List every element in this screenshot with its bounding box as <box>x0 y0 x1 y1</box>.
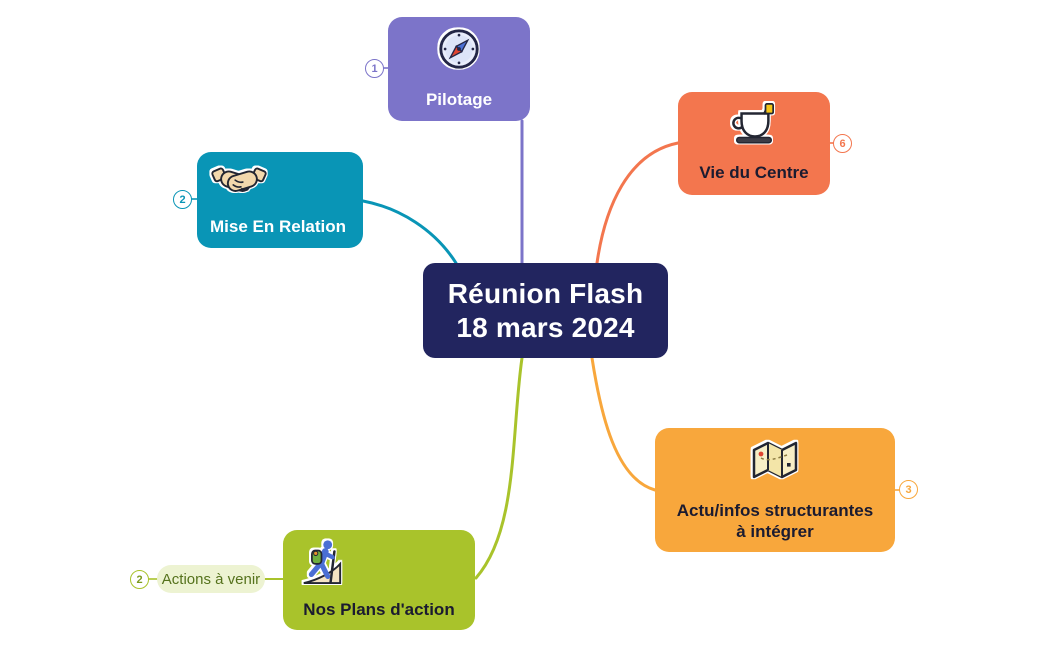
link-mise-en-relation <box>361 199 458 265</box>
node-pilotage[interactable]: Pilotage <box>388 17 530 121</box>
node-label-nos-plans-daction: Nos Plans d'action <box>303 600 455 619</box>
node-actu-infos[interactable]: Actu/infos structurantes à intégrer <box>655 428 895 552</box>
badge-mise-en-relation[interactable]: 2 <box>173 190 192 209</box>
node-mise-en-relation[interactable]: Mise En Relation <box>197 152 363 248</box>
compass-icon <box>439 29 479 69</box>
node-vie-du-centre[interactable]: Vie du Centre <box>678 92 830 195</box>
map-icon <box>752 441 798 479</box>
node-label-vie-du-centre: Vie du Centre <box>699 163 809 182</box>
node-nos-plans-daction[interactable]: Nos Plans d'action <box>283 530 475 630</box>
badge-actu-infos[interactable]: 3 <box>899 480 918 499</box>
central-title-line1: Réunion Flash <box>447 277 644 309</box>
subnode-actions-a-venir[interactable]: Actions à venir <box>157 565 265 593</box>
hiker-icon <box>303 540 342 585</box>
node-label-actu-infos: Actu/infos structurantes à intégrer <box>676 501 874 541</box>
node-label-mise-en-relation: Mise En Relation <box>210 217 347 236</box>
teacup-icon <box>732 103 775 144</box>
central-title-line2: 18 mars 2024 <box>456 311 635 343</box>
badge-actions-a-venir[interactable]: 2 <box>130 570 149 589</box>
central-node[interactable]: Réunion Flash 18 mars 2024 <box>423 263 668 358</box>
node-label-pilotage: Pilotage <box>425 90 493 109</box>
link-nos-plans <box>474 356 524 580</box>
handshake-icon <box>211 167 267 192</box>
badge-pilotage[interactable]: 1 <box>365 59 384 78</box>
link-actu-infos <box>590 356 657 492</box>
badge-vie-du-centre[interactable]: 6 <box>833 134 852 153</box>
link-vie-du-centre <box>595 141 680 265</box>
subnode-label-actions-a-venir: Actions à venir <box>161 570 261 588</box>
